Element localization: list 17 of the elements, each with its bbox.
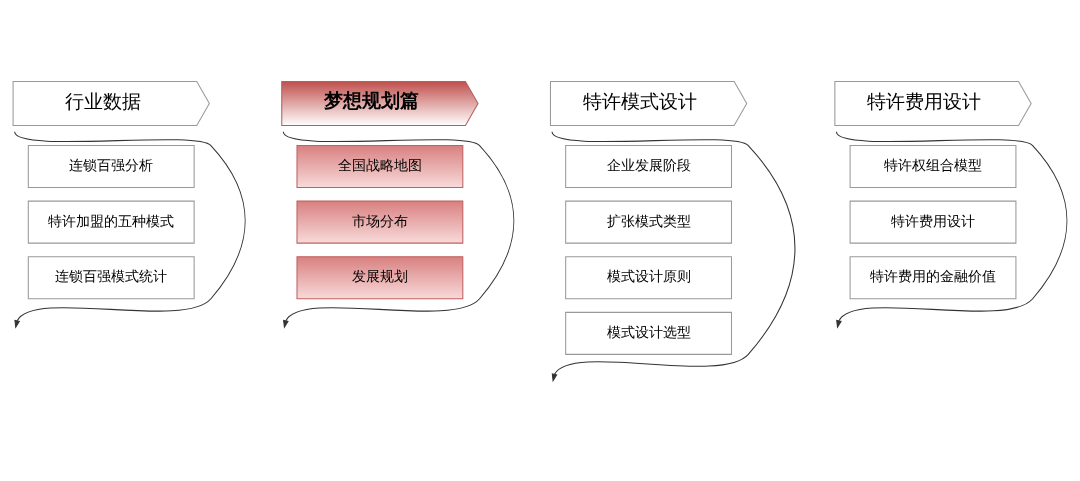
node-box: 扩张模式类型 xyxy=(565,200,733,244)
node-box: 发展规划 xyxy=(296,256,464,300)
node-box: 特许费用的金融价值 xyxy=(849,256,1017,300)
node-box: 企业发展阶段 xyxy=(565,145,733,189)
node-box: 市场分布 xyxy=(296,200,464,244)
node-box: 特许加盟的五种模式 xyxy=(27,200,195,244)
arrow xyxy=(551,131,796,383)
node-box: 全国战略地图 xyxy=(296,145,464,189)
node-box: 连锁百强模式统计 xyxy=(27,256,195,300)
node-box: 模式设计原则 xyxy=(565,256,733,300)
arrow xyxy=(14,131,246,329)
node-box: 特许权组合模型 xyxy=(849,145,1017,189)
node-box: 模式设计选型 xyxy=(565,311,733,355)
arrow xyxy=(835,131,1068,329)
arrow xyxy=(282,131,515,329)
node-box: 连锁百强分析 xyxy=(27,145,195,189)
node-box: 特许费用设计 xyxy=(849,200,1017,244)
